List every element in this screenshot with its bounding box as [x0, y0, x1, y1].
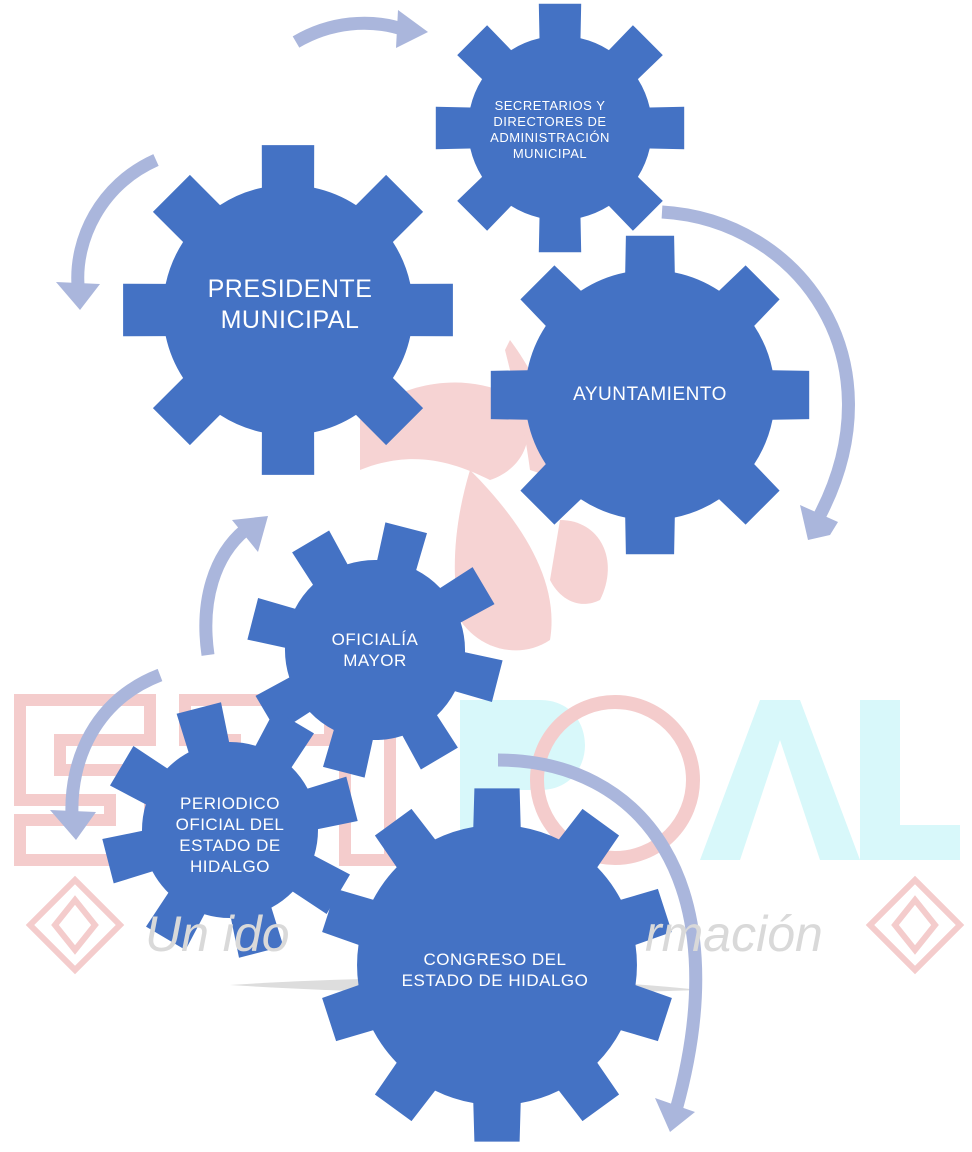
gear-text-oficialia: OFICIALÍA MAYOR [331, 629, 419, 670]
gear-label-congreso: CONGRESO DEL ESTADO DE HIDALGO [370, 940, 620, 1000]
arrow-bottom [497, 753, 703, 1132]
watermark-text-right: rmación [645, 906, 823, 962]
arrow-middle [199, 516, 268, 656]
gear-ayuntamiento [490, 235, 810, 555]
gear-text-ayuntamiento: AYUNTAMIENTO [573, 384, 727, 406]
gear-label-oficialia: OFICIALÍA MAYOR [300, 615, 450, 685]
gear-secretarios [435, 3, 685, 253]
gear-label-ayuntamiento: AYUNTAMIENTO [540, 370, 760, 420]
gear-congreso [322, 788, 672, 1142]
gear-label-presidente: PRESIDENTE MUNICIPAL [180, 260, 400, 350]
arrow-lower-left [50, 668, 163, 840]
arrow-top [292, 10, 428, 48]
arrow-left [56, 154, 159, 310]
gear-oficialia [247, 522, 503, 778]
watermark-text-left: Un ido [145, 906, 290, 962]
gear-text-secretarios: SECRETARIOS Y DIRECTORES DE ADMINISTRACI… [490, 97, 610, 162]
gear-label-periodico: PERIODICO OFICIAL DEL ESTADO DE HIDALGO [155, 780, 305, 890]
gear-text-congreso: CONGRESO DEL ESTADO DE HIDALGO [401, 949, 589, 990]
gear-label-secretarios: SECRETARIOS Y DIRECTORES DE ADMINISTRACI… [470, 80, 630, 180]
gear-presidente [123, 145, 453, 475]
gear-text-presidente: PRESIDENTE MUNICIPAL [207, 274, 373, 334]
gear-text-periodico: PERIODICO OFICIAL DEL ESTADO DE HIDALGO [175, 793, 285, 877]
gear-periodico [102, 702, 358, 958]
arrow-right [661, 205, 855, 540]
